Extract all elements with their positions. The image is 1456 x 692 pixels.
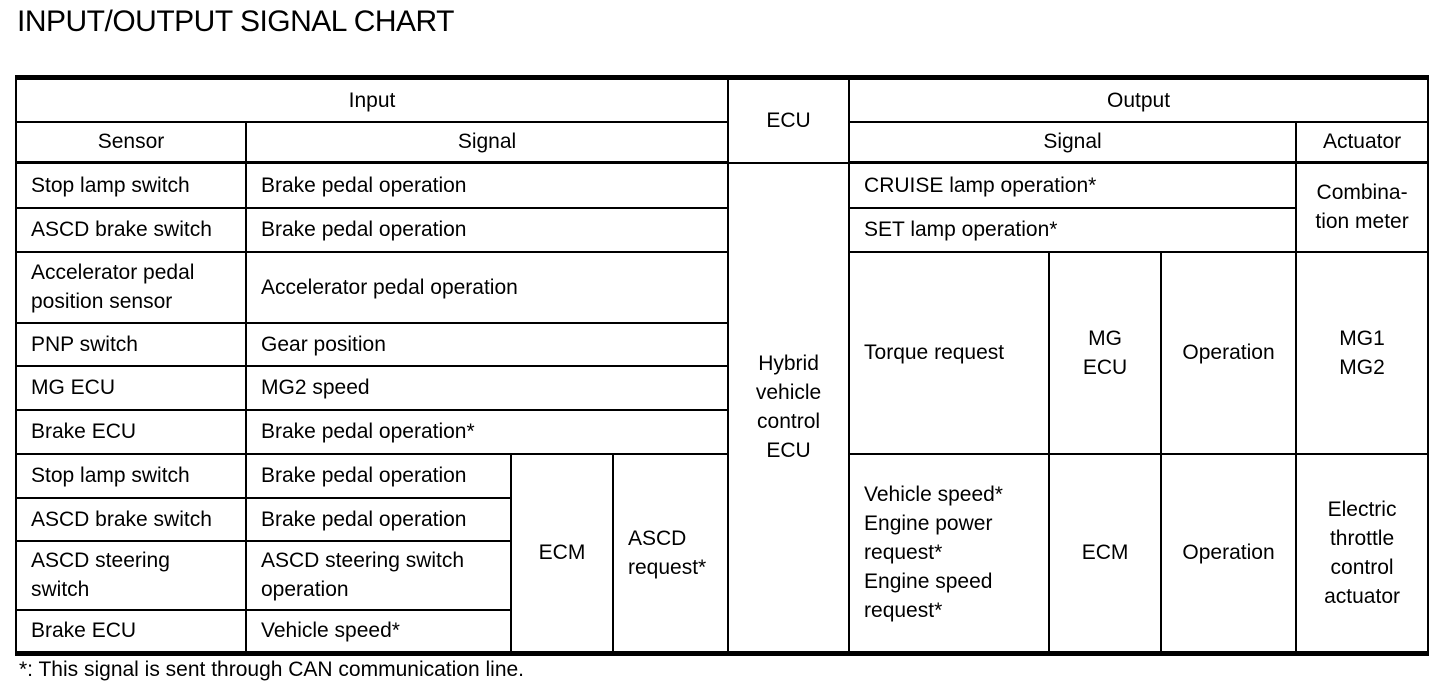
header-sensor: Sensor bbox=[15, 120, 247, 164]
sensor-cell: Brake ECU bbox=[15, 408, 247, 455]
sensor-cell: ASCD brake switch bbox=[15, 206, 247, 253]
sensor-cell: PNP switch bbox=[15, 321, 247, 367]
signal-cell: Brake pedal operation* bbox=[244, 408, 730, 455]
sensor-cell: Accelerator pedal position sensor bbox=[15, 250, 247, 324]
sensor-cell: ASCD steering switch bbox=[15, 539, 247, 611]
header-output-signal: Signal bbox=[848, 120, 1298, 164]
output-target-mg-ecu: MG ECU bbox=[1048, 250, 1163, 455]
output-signal-set-lamp: SET lamp operation* bbox=[848, 206, 1298, 253]
table-row: Brake ECU Brake pedal operation* bbox=[15, 408, 1428, 455]
table-row: ASCD brake switch Brake pedal operation bbox=[15, 496, 1428, 542]
output-signal-vehicle-engine: Vehicle speed* Engine power request* Eng… bbox=[848, 452, 1051, 655]
sensor-cell: Brake ECU bbox=[15, 608, 247, 655]
table-header-row: Input ECU Output bbox=[14, 76, 1430, 164]
input-ascd-request-cell: ASCD request* bbox=[611, 452, 730, 655]
signal-cell: ASCD steering switch operation bbox=[245, 539, 512, 611]
actuator-combination-meter: Combina- tion meter bbox=[1295, 161, 1430, 253]
actuator-electric-throttle: Electric throttle control actuator bbox=[1295, 452, 1430, 655]
signal-cell: Brake pedal operation bbox=[244, 206, 730, 253]
table-row: Accelerator pedal position sensor Accele… bbox=[15, 250, 1430, 455]
table-row: PNP switch Gear position bbox=[15, 321, 1428, 367]
output-operation-mg: Operation bbox=[1160, 250, 1298, 455]
signal-cell: Gear position bbox=[244, 321, 730, 367]
signal-cell: Vehicle speed* bbox=[245, 608, 512, 655]
page-title: INPUT/OUTPUT SIGNAL CHART bbox=[17, 5, 455, 38]
actuator-mg1-mg2: MG1 MG2 bbox=[1295, 250, 1430, 455]
sensor-cell: ASCD brake switch bbox=[15, 496, 247, 542]
output-operation-ecm: Operation bbox=[1160, 452, 1298, 655]
ecu-column-cell: Hybrid vehicle control ECU bbox=[727, 161, 851, 655]
header-actuator: Actuator bbox=[1295, 120, 1430, 164]
io-signal-chart-table: Input ECU Output Sensor Signal Signal Ac… bbox=[14, 75, 1430, 656]
output-signal-torque-request: Torque request bbox=[848, 250, 1051, 455]
table-row: Stop lamp switch Brake pedal operation H… bbox=[15, 161, 1430, 655]
table-row: MG ECU MG2 speed bbox=[15, 364, 1428, 411]
header-input: Input bbox=[14, 76, 730, 123]
output-signal-cruise-lamp: CRUISE lamp operation* bbox=[848, 161, 1298, 209]
header-ecu: ECU bbox=[727, 76, 851, 164]
input-ecm-cell: ECM bbox=[510, 452, 614, 655]
table-row: Brake ECU Vehicle speed* bbox=[15, 608, 1428, 655]
footnote: *: This signal is sent through CAN commu… bbox=[19, 658, 525, 681]
table-row: ASCD steering switch ASCD steering switc… bbox=[15, 539, 1428, 611]
sensor-cell: Stop lamp switch bbox=[15, 161, 247, 209]
signal-cell: MG2 speed bbox=[244, 364, 730, 411]
signal-cell: Brake pedal operation bbox=[245, 452, 512, 499]
table-row: Stop lamp switch Brake pedal operation E… bbox=[15, 452, 1430, 655]
output-target-ecm: ECM bbox=[1048, 452, 1163, 655]
table-subheader-row: Sensor Signal Signal Actuator bbox=[15, 120, 1430, 164]
signal-cell: Brake pedal operation bbox=[245, 496, 512, 542]
header-input-signal: Signal bbox=[244, 120, 730, 164]
sensor-cell: MG ECU bbox=[15, 364, 247, 411]
header-output: Output bbox=[848, 76, 1430, 123]
signal-cell: Accelerator pedal operation bbox=[244, 250, 730, 324]
sensor-cell: Stop lamp switch bbox=[15, 452, 247, 499]
signal-cell: Brake pedal operation bbox=[244, 161, 730, 209]
table-row: ASCD brake switch Brake pedal operation … bbox=[15, 206, 1428, 253]
